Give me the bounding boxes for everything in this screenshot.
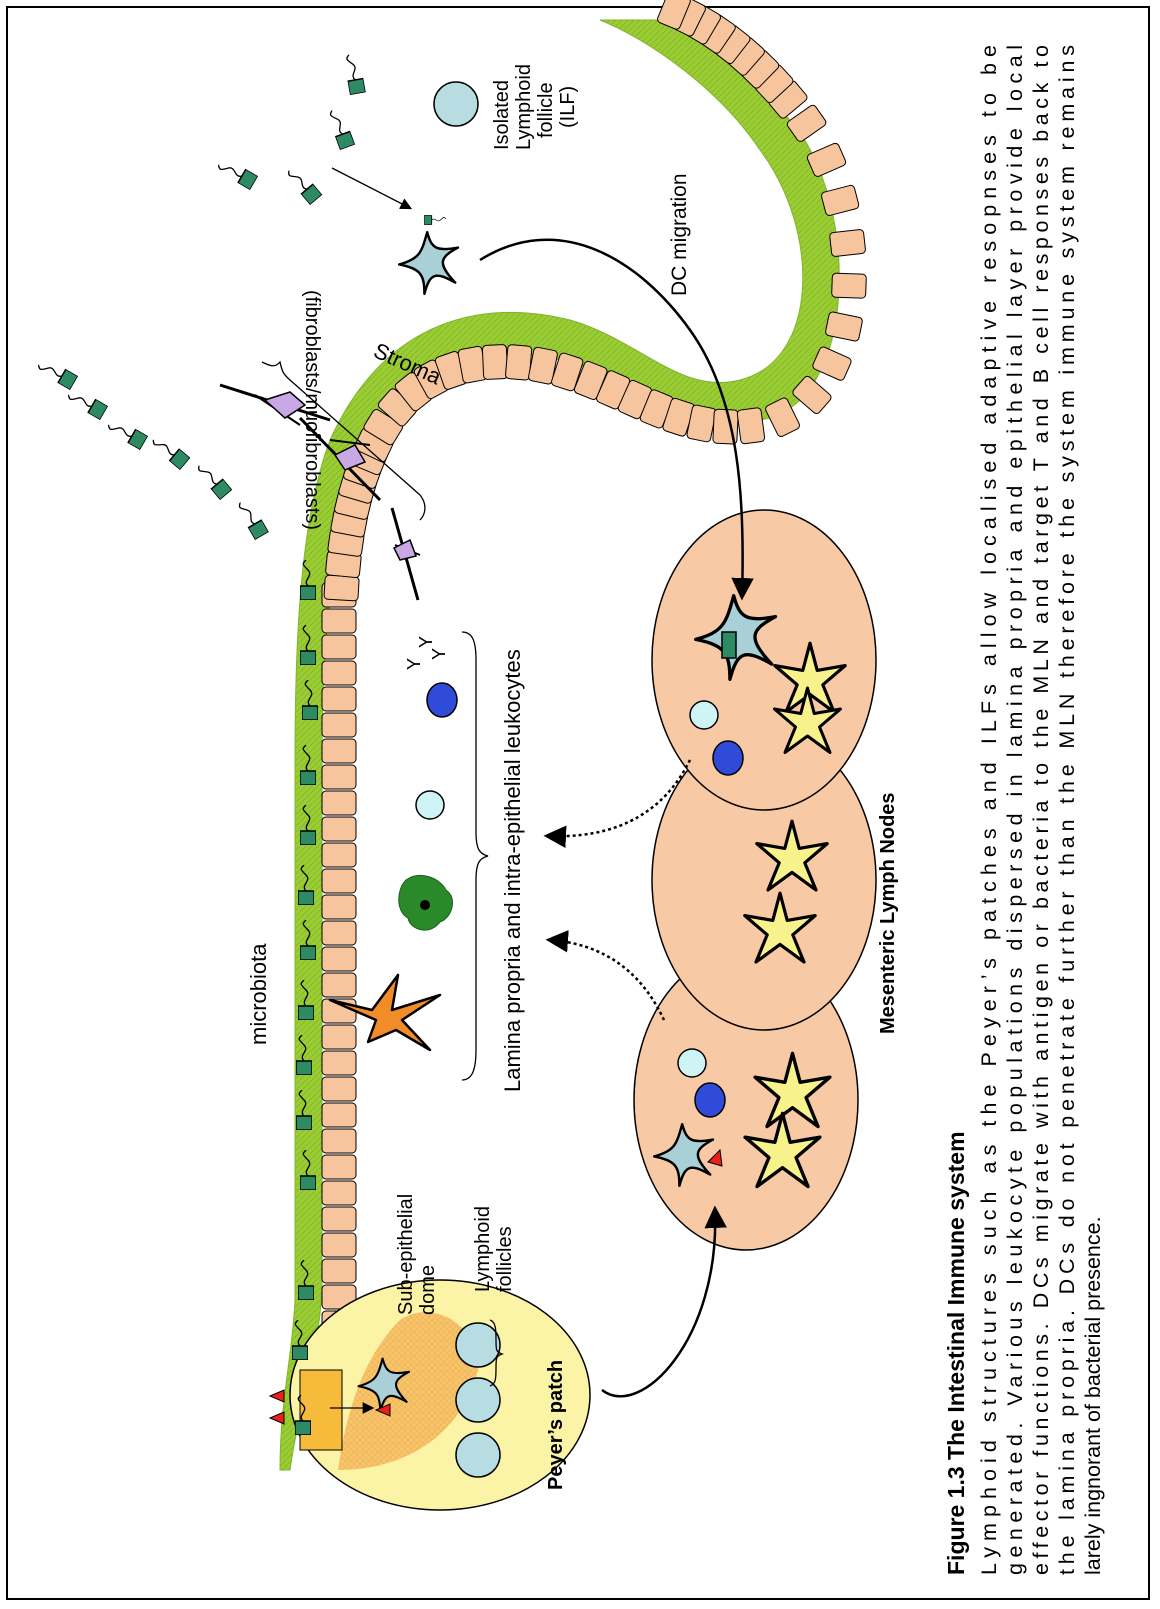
b-cell (427, 683, 457, 717)
dc-migration-arrow-pp-to-mln (602, 1210, 715, 1396)
epithelial-cell (322, 1259, 356, 1283)
mesenteric-lymph-nodes (634, 510, 876, 1250)
bacterium (326, 107, 355, 150)
epithelial-cell (322, 1103, 356, 1127)
epithelial-cell (322, 635, 356, 659)
fibroblast (392, 508, 420, 600)
bacterium (194, 459, 232, 500)
lymphocyte-light (678, 1049, 706, 1077)
bacterium (65, 386, 108, 420)
migrating-dendritic-cell (399, 232, 458, 294)
label-fibroblasts: (fibroblasts/muofibroblasts) (301, 290, 323, 530)
epithelial-cell (322, 609, 356, 633)
effector-return-arrow (550, 940, 664, 1020)
epithelial-cell (322, 713, 356, 737)
epithelial-cell (832, 273, 867, 298)
label-mesenteric-lymph-nodes: Mesenteric Lymph Nodes (877, 792, 899, 1034)
caption-title: Figure 1.3 The Intestinal Immune system (943, 1131, 969, 1575)
epithelial-cell (322, 1129, 356, 1153)
antigen-triangle (270, 1390, 284, 1402)
lymphocyte-light (690, 701, 718, 729)
epithelial-cell (322, 895, 356, 919)
label-lamina-propria: Lamina propria and intra-epithelial leuk… (500, 649, 525, 1092)
lamina-propria-brace (462, 632, 488, 1080)
isolated-lymphoid-follicle (434, 82, 478, 126)
epithelial-cell (482, 345, 507, 380)
epithelial-cell (324, 575, 359, 601)
epithelial-cell (322, 1025, 356, 1049)
bacterium (235, 497, 269, 540)
figure-caption: Figure 1.3 The Intestinal Immune system … (943, 45, 1105, 1575)
lymphoid-follicle (456, 1323, 500, 1367)
epithelial-cell (322, 843, 356, 867)
caption-line: generated. Various leukocyte populations… (1003, 45, 1027, 1575)
macrophage-nucleus (420, 900, 430, 910)
epithelial-cells-villus (324, 0, 866, 601)
epithelial-cell (322, 1207, 356, 1231)
bacterium (35, 356, 78, 390)
epithelial-cell (322, 739, 356, 763)
epithelial-cell (322, 973, 356, 997)
epithelial-cell (322, 687, 356, 711)
epithelial-cell (322, 1233, 356, 1257)
label-ilf-2: Lymphoid (513, 64, 535, 150)
epithelial-cell (322, 817, 356, 841)
engulfed-bacterium (722, 632, 736, 658)
antibody: Y (404, 658, 424, 670)
epithelial-cell (322, 765, 356, 789)
label-lymphoid-follicles: Lymphoid (472, 1206, 494, 1292)
label-ilf-4: (ILF) (557, 86, 579, 128)
bacterium (215, 156, 258, 190)
epithelial-cell (322, 1181, 356, 1205)
bacteria-uptake-arrow (332, 168, 410, 208)
epithelial-cell (322, 869, 356, 893)
bacterium (284, 164, 322, 205)
label-sub-epithelial-dome: Sub-epithelial (395, 1194, 417, 1315)
label-microbiota: microbiota (246, 943, 271, 1045)
label-sub-epithelial-dome-2: dome (417, 1265, 439, 1315)
label-peyers-patch: Peyer’s patch (545, 1360, 567, 1490)
epithelial-cell (322, 947, 356, 971)
bacterium (149, 432, 190, 470)
label-lymphoid-follicles-2: follicles (494, 1226, 516, 1292)
lymphoid-follicle (456, 1433, 500, 1477)
label-dc-migration: DC migration (668, 173, 691, 296)
b-cell (713, 741, 743, 775)
bacterium (343, 53, 366, 95)
label-ilf-1: Isolated (491, 80, 513, 150)
epithelial-cell (505, 344, 532, 380)
b-cell (695, 1083, 725, 1117)
epithelial-cell (322, 1051, 356, 1075)
epithelial-cell (829, 229, 865, 257)
epithelial-cell (322, 791, 356, 815)
caption-line: larely ingnorant of bacterial presence. (1081, 1216, 1105, 1575)
caption-line: effector functions. DCs migrate with ant… (1029, 45, 1053, 1575)
antibody: Y (416, 636, 436, 648)
m-cell (300, 1370, 342, 1450)
antibody: Y (429, 648, 449, 660)
engulfed-bacterium (424, 216, 446, 225)
epithelial-cell (322, 661, 356, 685)
lymphocyte-light (416, 791, 444, 819)
epithelial-cell (322, 1155, 356, 1179)
epithelial-cell (322, 921, 356, 945)
caption-line: the lamina propria. DCs do not penetrate… (1055, 45, 1079, 1575)
epithelial-cell (737, 407, 765, 444)
antigen-triangle (270, 1412, 284, 1424)
caption-line: Lymphoid structures such as the Peyer’s … (977, 45, 1001, 1575)
epithelial-cell (322, 1077, 356, 1101)
label-ilf-3: follicle (535, 82, 557, 138)
bacterium (105, 416, 148, 450)
